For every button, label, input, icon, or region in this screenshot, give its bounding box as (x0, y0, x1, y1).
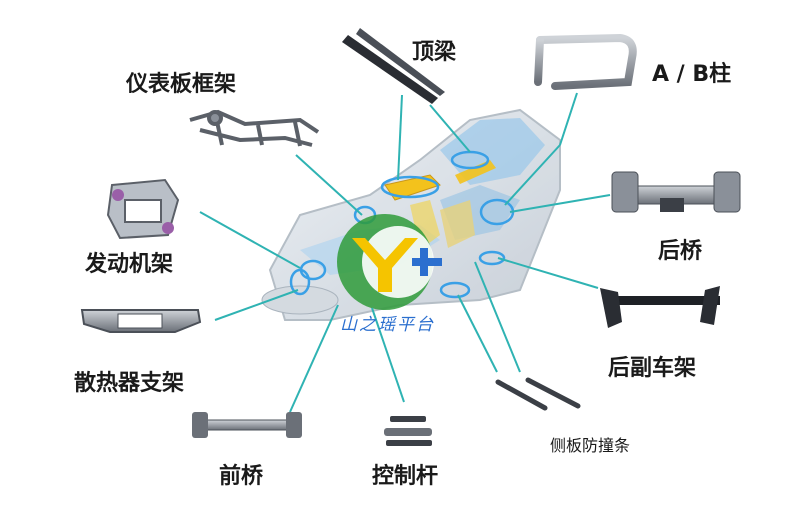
label-ab-pillar: A / B柱 (652, 62, 732, 87)
dashboard-frame-part (189, 109, 320, 147)
side-impact-bar-part (495, 377, 581, 411)
watermark-text: 山之瑶平台 (340, 315, 435, 335)
front-axle-part (192, 412, 302, 438)
label-radiator-bracket: 散热器支架 (74, 371, 185, 396)
radiator-bracket-part (80, 309, 202, 333)
label-control-arm: 控制杆 (372, 464, 439, 489)
ab-pillar-part (534, 33, 637, 90)
watermark-logo (337, 214, 442, 310)
rear-subframe-part (600, 286, 720, 328)
control-arm-part (384, 416, 432, 446)
engine-cradle-part (106, 178, 180, 240)
label-dashboard-frame: 仪表板框架 (126, 72, 237, 97)
label-rear-axle: 后桥 (658, 239, 703, 264)
leader-lines (199, 92, 611, 413)
label-roof-beam: 顶梁 (412, 40, 457, 65)
roof-beam-part (342, 28, 445, 104)
label-front-axle: 前桥 (219, 464, 264, 489)
label-side-impact-bar: 侧板防撞条 (550, 436, 631, 455)
rear-axle-part (611, 171, 741, 213)
label-engine-cradle: 发动机架 (85, 252, 174, 277)
label-rear-subframe: 后副车架 (608, 356, 697, 381)
